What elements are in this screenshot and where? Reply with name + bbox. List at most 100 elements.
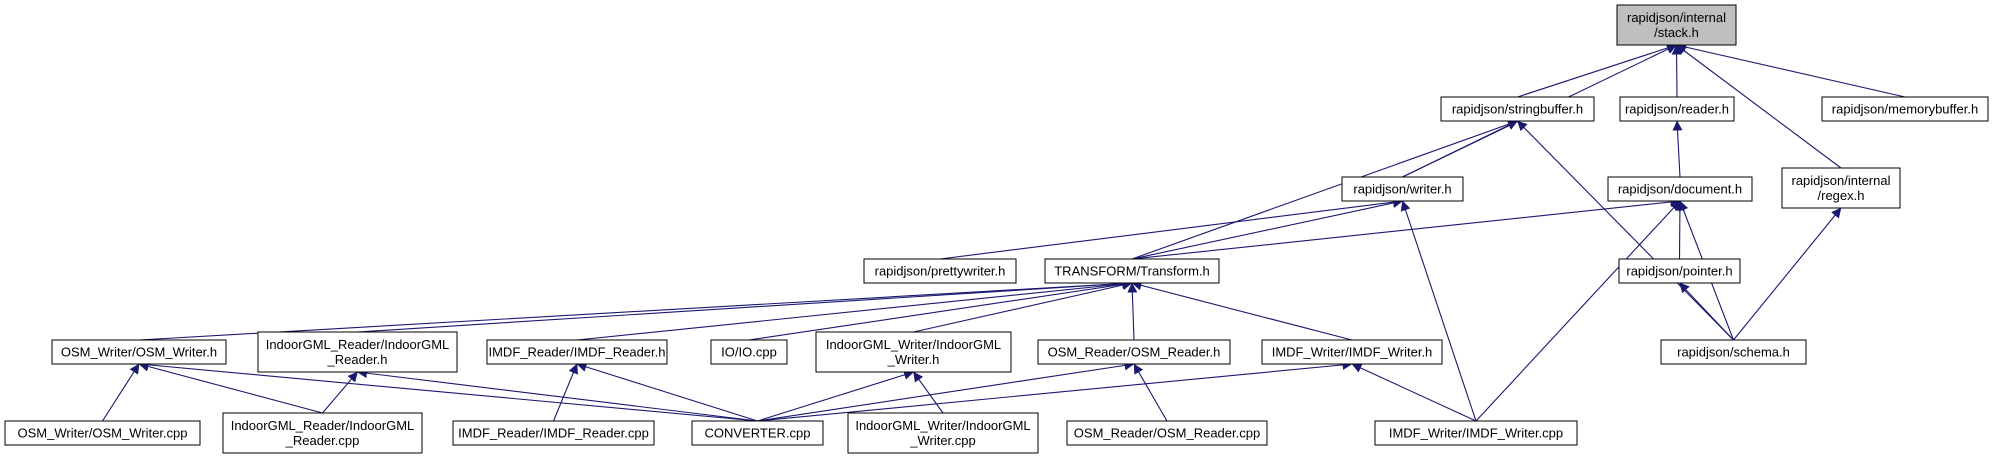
edge-imdfwriter_cpp-to-imdfwriter_h bbox=[1351, 363, 1477, 422]
node-label: IMDF_Reader/IMDF_Reader.cpp bbox=[458, 426, 649, 441]
node-imdfwriter_h[interactable]: IMDF_Writer/IMDF_Writer.h bbox=[1261, 339, 1443, 365]
node-osmreader_cpp[interactable]: OSM_Reader/OSM_Reader.cpp bbox=[1066, 420, 1268, 446]
node-box bbox=[51, 339, 227, 365]
node-box bbox=[1607, 176, 1753, 202]
node-stringbuffer[interactable]: rapidjson/stringbuffer.h bbox=[1440, 96, 1595, 122]
node-box bbox=[486, 339, 668, 365]
node-box bbox=[1037, 339, 1231, 365]
node-box bbox=[710, 339, 788, 365]
node-label: _Writer.cpp bbox=[909, 433, 976, 448]
edge-document-to-reader bbox=[1672, 120, 1683, 178]
node-box bbox=[1616, 4, 1737, 46]
edge-converter-to-igmlwriter_h bbox=[757, 370, 914, 422]
node-label: IMDF_Writer/IMDF_Writer.h bbox=[1272, 345, 1433, 360]
node-box bbox=[257, 331, 458, 373]
node-box bbox=[1619, 96, 1735, 122]
node-imdfreader_cpp[interactable]: IMDF_Reader/IMDF_Reader.cpp bbox=[452, 420, 655, 446]
edge-memorybuffer-to-stack bbox=[1676, 42, 1906, 98]
node-imdfwriter_cpp[interactable]: IMDF_Writer/IMDF_Writer.cpp bbox=[1374, 420, 1578, 446]
edge-converter-to-imdfreader_h bbox=[576, 362, 758, 422]
node-label: CONVERTER.cpp bbox=[705, 426, 811, 441]
node-box bbox=[1440, 96, 1595, 122]
node-label: /stack.h bbox=[1654, 25, 1699, 40]
node-reader[interactable]: rapidjson/reader.h bbox=[1619, 96, 1735, 122]
node-memorybuffer[interactable]: rapidjson/memorybuffer.h bbox=[1821, 96, 1989, 122]
node-label: rapidjson/document.h bbox=[1618, 182, 1742, 197]
edge-igmlreader_cpp-to-igmlreader_h bbox=[322, 371, 358, 414]
node-label: IndoorGML_Reader/IndoorGML bbox=[266, 337, 450, 352]
edge-converter-to-osmwriter_h bbox=[138, 359, 758, 422]
node-label: OSM_Writer/OSM_Writer.cpp bbox=[18, 426, 188, 441]
node-igmlwriter_h[interactable]: IndoorGML_Writer/IndoorGML_Writer.h bbox=[815, 331, 1012, 373]
file-nodes: rapidjson/internal/stack.h rapidjson/stri… bbox=[4, 4, 1989, 454]
node-label: rapidjson/writer.h bbox=[1353, 182, 1451, 197]
node-box bbox=[222, 412, 423, 454]
node-igmlreader_h[interactable]: IndoorGML_Reader/IndoorGML_Reader.h bbox=[257, 331, 458, 373]
node-label: _Reader.cpp bbox=[285, 433, 360, 448]
edge-reader-to-stack bbox=[1671, 44, 1682, 98]
edge-stringbuffer-to-stack bbox=[1517, 43, 1677, 98]
edge-osmwriter_cpp-to-osmwriter_h bbox=[102, 363, 140, 422]
node-stack: rapidjson/internal/stack.h bbox=[1616, 4, 1737, 46]
node-label: rapidjson/memorybuffer.h bbox=[1832, 102, 1978, 117]
node-box bbox=[1341, 176, 1464, 202]
edge-igmlwriter_cpp-to-igmlwriter_h bbox=[913, 371, 944, 414]
edge-schema-to-stringbuffer bbox=[1517, 120, 1734, 341]
node-label: IndoorGML_Reader/IndoorGML bbox=[231, 418, 415, 433]
node-label: TRANSFORM/Transform.h bbox=[1054, 264, 1210, 279]
node-label: IMDF_Reader/IMDF_Reader.h bbox=[488, 345, 665, 360]
node-box bbox=[1044, 258, 1220, 284]
edge-imdfreader_h-to-transform bbox=[576, 278, 1133, 341]
dependency-edges bbox=[102, 42, 1906, 422]
node-label: _Reader.h bbox=[327, 352, 388, 367]
node-regex[interactable]: rapidjson/internal/regex.h bbox=[1781, 167, 1901, 209]
node-label: IndoorGML_Writer/IndoorGML bbox=[826, 337, 1001, 352]
node-label: IO/IO.cpp bbox=[721, 345, 777, 360]
node-box bbox=[1821, 96, 1989, 122]
node-imdfreader_h[interactable]: IMDF_Reader/IMDF_Reader.h bbox=[486, 339, 668, 365]
node-label: OSM_Writer/OSM_Writer.h bbox=[61, 345, 217, 360]
edge-converter-to-igmlreader_h bbox=[357, 368, 758, 422]
node-converter[interactable]: CONVERTER.cpp bbox=[691, 420, 824, 446]
node-box bbox=[691, 420, 824, 446]
node-igmlreader_cpp[interactable]: IndoorGML_Reader/IndoorGML_Reader.cpp bbox=[222, 412, 423, 454]
edge-igmlreader_cpp-to-osmwriter_h bbox=[138, 361, 323, 414]
node-pointer[interactable]: rapidjson/pointer.h bbox=[1618, 258, 1741, 284]
edge-converter-to-osmreader_h bbox=[757, 360, 1135, 422]
node-label: rapidjson/prettywriter.h bbox=[875, 264, 1006, 279]
node-io_cpp[interactable]: IO/IO.cpp bbox=[710, 339, 788, 365]
node-label: /regex.h bbox=[1818, 188, 1865, 203]
edge-pointer-to-document bbox=[1674, 200, 1685, 260]
edge-osmwriter_h-to-transform bbox=[138, 278, 1133, 341]
node-osmwriter_cpp[interactable]: OSM_Writer/OSM_Writer.cpp bbox=[4, 420, 201, 446]
edge-prettywriter-to-writer bbox=[939, 197, 1403, 260]
node-box bbox=[452, 420, 655, 446]
node-osmwriter_h[interactable]: OSM_Writer/OSM_Writer.h bbox=[51, 339, 227, 365]
node-label: IMDF_Writer/IMDF_Writer.cpp bbox=[1389, 426, 1563, 441]
edge-imdfwriter_cpp-to-document bbox=[1475, 200, 1681, 422]
node-box bbox=[1261, 339, 1443, 365]
node-box bbox=[815, 331, 1012, 373]
edge-regex-to-stack bbox=[1676, 44, 1842, 169]
node-label: rapidjson/internal bbox=[1627, 10, 1726, 25]
node-transform[interactable]: TRANSFORM/Transform.h bbox=[1044, 258, 1220, 284]
edge-io_cpp-to-transform bbox=[748, 279, 1133, 341]
node-label: rapidjson/reader.h bbox=[1625, 102, 1729, 117]
node-box bbox=[847, 412, 1039, 454]
edge-imdfwriter_h-to-transform bbox=[1131, 280, 1353, 341]
edge-igmlreader_h-to-transform bbox=[357, 278, 1133, 333]
node-prettywriter[interactable]: rapidjson/prettywriter.h bbox=[863, 258, 1017, 284]
node-document[interactable]: rapidjson/document.h bbox=[1607, 176, 1753, 202]
node-writer[interactable]: rapidjson/writer.h bbox=[1341, 176, 1464, 202]
node-label: rapidjson/schema.h bbox=[1677, 345, 1790, 360]
edge-imdfreader_cpp-to-imdfreader_h bbox=[552, 363, 579, 422]
edge-transform-to-stringbuffer bbox=[1131, 119, 1518, 260]
node-label: OSM_Reader/OSM_Reader.h bbox=[1048, 345, 1221, 360]
node-schema[interactable]: rapidjson/schema.h bbox=[1660, 339, 1807, 365]
edge-transform-to-writer bbox=[1131, 198, 1403, 260]
node-osmreader_h[interactable]: OSM_Reader/OSM_Reader.h bbox=[1037, 339, 1231, 365]
node-igmlwriter_cpp[interactable]: IndoorGML_Writer/IndoorGML_Writer.cpp bbox=[847, 412, 1039, 454]
node-box bbox=[1618, 258, 1741, 284]
edge-schema-to-regex bbox=[1733, 207, 1842, 341]
